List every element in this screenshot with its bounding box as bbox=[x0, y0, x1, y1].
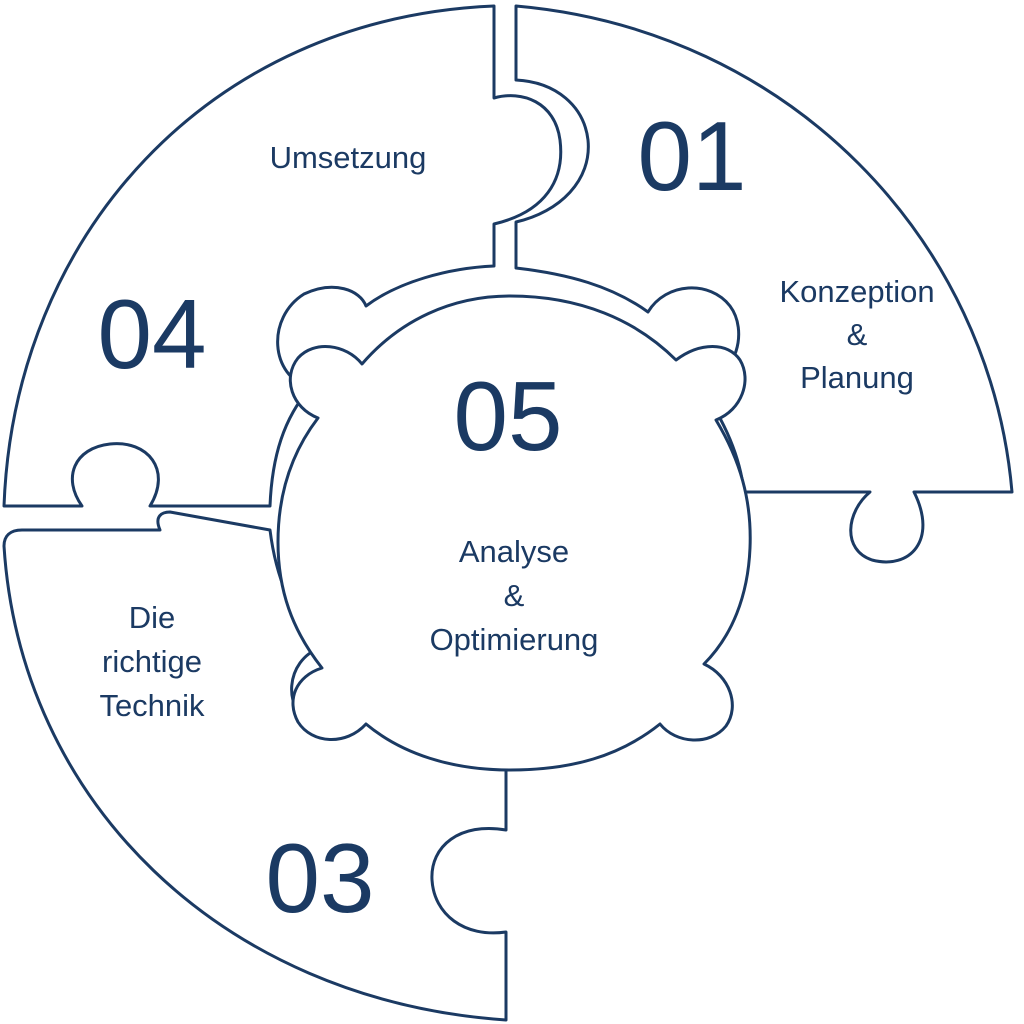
puzzle-piece-05 bbox=[276, 294, 752, 772]
segment-label-05-line-1: Analyse bbox=[459, 534, 569, 569]
segment-label-03-line-3: Technik bbox=[99, 688, 205, 723]
segment-label-04-line-1: Umsetzung bbox=[270, 140, 427, 175]
segment-number-03: 03 bbox=[265, 823, 374, 933]
puzzle-piece-02 bbox=[448, 514, 1023, 1018]
segment-label-01-line-3: Planung bbox=[800, 360, 914, 395]
segment-label-02-line-2: & bbox=[660, 854, 681, 889]
segment-number-05: 05 bbox=[453, 361, 562, 471]
segment-label-03-line-2: richtige bbox=[102, 644, 202, 679]
segment-label-01-line-1: Konzeption bbox=[779, 274, 934, 309]
segment-number-04: 04 bbox=[97, 279, 206, 389]
segment-label-02-line-3: Layout bbox=[623, 898, 716, 933]
segment-number-01: 01 bbox=[637, 101, 746, 211]
puzzle-piece-04 bbox=[2, 4, 563, 508]
segment-label-05-line-2: & bbox=[504, 578, 525, 613]
segment-label-02-line-1: Design bbox=[622, 810, 719, 845]
segment-label-03-line-1: Die bbox=[129, 600, 176, 635]
segment-label-01-line-2: & bbox=[847, 317, 868, 352]
segment-label-05-line-3: Optimierung bbox=[430, 622, 599, 657]
segment-number-02: 02 bbox=[811, 635, 920, 745]
